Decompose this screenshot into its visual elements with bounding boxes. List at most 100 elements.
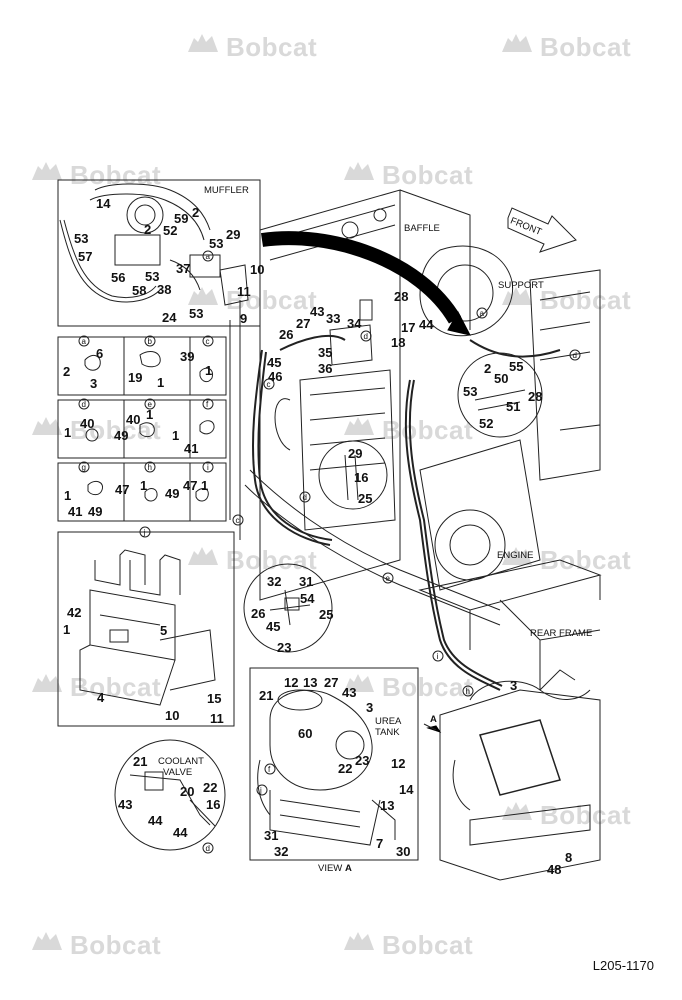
svg-text:40: 40 (126, 412, 140, 427)
svg-text:36: 36 (318, 361, 332, 376)
svg-text:18: 18 (391, 335, 405, 350)
svg-text:e: e (386, 574, 391, 583)
svg-text:27: 27 (324, 675, 338, 690)
svg-text:41: 41 (184, 441, 198, 456)
svg-text:25: 25 (358, 491, 372, 506)
bobcat-logo-icon (186, 287, 220, 312)
svg-text:e: e (148, 400, 153, 409)
svg-text:28: 28 (394, 289, 408, 304)
svg-text:j: j (143, 528, 146, 537)
svg-text:50: 50 (494, 371, 508, 386)
watermark: Bobcat (500, 800, 631, 831)
bobcat-logo-icon (30, 932, 64, 957)
watermark: Bobcat (342, 160, 473, 191)
urea-tank-module (439, 669, 601, 881)
drawing-reference-id: L205-1170 (592, 958, 654, 973)
svg-text:32: 32 (274, 844, 288, 859)
svg-text:31: 31 (264, 828, 278, 843)
svg-text:1: 1 (140, 478, 147, 493)
svg-text:2: 2 (63, 364, 70, 379)
svg-text:44: 44 (419, 317, 434, 332)
svg-text:56: 56 (111, 270, 125, 285)
svg-text:7: 7 (376, 836, 383, 851)
bobcat-logo-icon (500, 34, 534, 59)
svg-text:12: 12 (391, 756, 405, 771)
svg-text:34: 34 (347, 316, 362, 331)
svg-text:46: 46 (268, 369, 282, 384)
svg-text:21: 21 (133, 754, 147, 769)
text-labels: MUFFLER BAFFLE FRONT SUPPORT ENGINE REAR… (158, 185, 592, 874)
svg-text:d: d (82, 400, 86, 409)
svg-text:28: 28 (528, 389, 542, 404)
svg-text:15: 15 (207, 691, 221, 706)
svg-text:1: 1 (146, 407, 153, 422)
svg-text:16: 16 (206, 797, 220, 812)
svg-text:33: 33 (326, 311, 340, 326)
svg-text:13: 13 (380, 798, 394, 813)
svg-text:c: c (267, 380, 271, 389)
svg-text:23: 23 (277, 640, 291, 655)
svg-text:51: 51 (506, 399, 520, 414)
svg-text:53: 53 (463, 384, 477, 399)
svg-text:h: h (148, 463, 152, 472)
svg-text:54: 54 (300, 591, 315, 606)
svg-text:37: 37 (176, 261, 190, 276)
bobcat-logo-icon (30, 162, 64, 187)
svg-text:4: 4 (97, 690, 105, 705)
svg-text:38: 38 (157, 282, 171, 297)
bobcat-logo-icon (342, 417, 376, 442)
svg-text:22: 22 (203, 780, 217, 795)
svg-text:26: 26 (251, 606, 265, 621)
label-view-letter: A (345, 863, 352, 874)
svg-text:45: 45 (267, 355, 281, 370)
label-view-arrow-letter: A (430, 714, 437, 725)
svg-text:i: i (207, 463, 209, 472)
svg-text:23: 23 (355, 753, 369, 768)
svg-text:43: 43 (342, 685, 356, 700)
bracket-j-drawing (79, 549, 216, 706)
svg-text:a: a (480, 309, 485, 318)
svg-text:11: 11 (237, 284, 251, 299)
view-a-frame (249, 667, 419, 861)
svg-text:a: a (206, 252, 211, 261)
svg-text:c: c (206, 337, 210, 346)
label-urea-line1: UREA (375, 716, 402, 727)
svg-text:48: 48 (547, 862, 561, 877)
svg-text:29: 29 (226, 227, 240, 242)
part-callouts: 14 53 57 2 59 52 2 53 29 56 53 37 58 38 … (63, 196, 572, 877)
svg-text:29: 29 (348, 446, 362, 461)
svg-text:2: 2 (144, 222, 151, 237)
svg-text:19: 19 (128, 370, 142, 385)
svg-text:43: 43 (118, 797, 132, 812)
svg-text:53: 53 (145, 269, 159, 284)
svg-text:43: 43 (310, 304, 324, 319)
svg-text:10: 10 (165, 708, 179, 723)
svg-text:55: 55 (509, 359, 523, 374)
watermark: Bobcat (30, 415, 161, 446)
svg-text:44: 44 (148, 813, 163, 828)
svg-text:12: 12 (284, 675, 298, 690)
svg-text:22: 22 (338, 761, 352, 776)
svg-text:10: 10 (250, 262, 264, 277)
svg-text:1: 1 (157, 375, 164, 390)
svg-text:42: 42 (67, 605, 81, 620)
watermark: Bobcat (500, 32, 631, 63)
detail-letter-markers (78, 250, 581, 854)
svg-text:52: 52 (479, 416, 493, 431)
svg-text:1: 1 (63, 622, 70, 637)
svg-text:3: 3 (510, 678, 517, 693)
svg-text:53: 53 (209, 236, 223, 251)
svg-text:47: 47 (115, 482, 129, 497)
bobcat-logo-icon (500, 287, 534, 312)
watermark: Bobcat (342, 672, 473, 703)
svg-text:11: 11 (210, 711, 224, 726)
svg-text:d: d (206, 844, 210, 853)
label-coolant-line2: VALVE (163, 767, 192, 778)
svg-text:53: 53 (74, 231, 88, 246)
svg-text:b: b (148, 337, 153, 346)
bobcat-logo-icon (500, 547, 534, 572)
coolant-valve-circle (114, 739, 226, 851)
circle-detail-center (318, 440, 388, 510)
svg-text:1: 1 (201, 478, 208, 493)
